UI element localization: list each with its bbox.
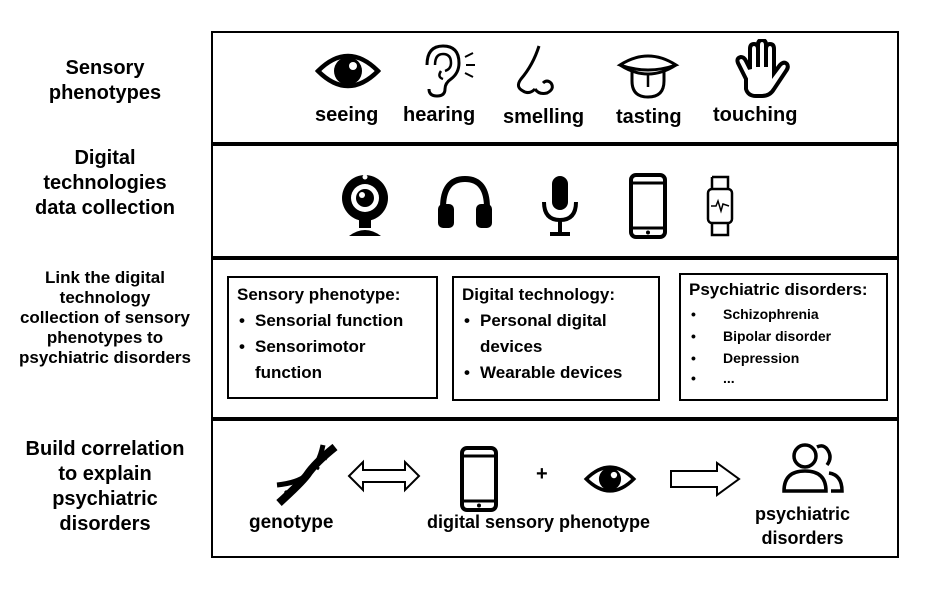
- label-line: to explain: [58, 463, 152, 485]
- list-item-line: function: [255, 363, 323, 382]
- row-label-link: Link the digital technology collection o…: [0, 268, 210, 368]
- smartwatch-icon: [706, 175, 734, 237]
- label-line: psychiatric disorders: [19, 348, 191, 367]
- tongue-icon: [616, 54, 680, 99]
- correlation-panel: genotype + digital sensory phenotype psy…: [211, 419, 899, 558]
- label-line: Sensory: [65, 57, 145, 79]
- box-title: Psychiatric disorders:: [689, 280, 868, 299]
- list-item: ...: [689, 369, 878, 387]
- label-line: psychiatric: [52, 488, 158, 510]
- row-label-digital-technologies: Digital technologies data collection: [0, 146, 210, 221]
- label-line: Link the digital: [45, 268, 165, 287]
- sense-label-smelling: smelling: [503, 106, 585, 128]
- right-arrow-icon: [670, 461, 741, 497]
- smartphone-icon: [629, 173, 667, 239]
- label-line: Build correlation: [25, 438, 185, 460]
- dna-icon: [276, 443, 338, 506]
- microphone-icon: [542, 176, 578, 236]
- list-item: Bipolar disorder: [689, 325, 878, 347]
- sense-label-seeing: seeing: [315, 104, 379, 126]
- smartphone-icon: [460, 446, 498, 512]
- label-line: disorders: [59, 513, 151, 535]
- list-item: Depression: [689, 347, 878, 369]
- genotype-label: genotype: [249, 512, 334, 533]
- label-line: technologies: [43, 172, 167, 194]
- row-label-build-correlation: Build correlation to explain psychiatric…: [0, 437, 210, 537]
- box-title: Digital technology:: [462, 285, 615, 304]
- headphones-icon: [438, 175, 492, 228]
- outcome-line: disorders: [761, 528, 844, 548]
- label-line: Digital: [74, 147, 136, 169]
- link-panel: Sensory phenotype: Sensorial function Se…: [211, 258, 899, 419]
- eye-icon: [315, 53, 381, 89]
- list-item: Sensorial function: [237, 308, 428, 334]
- list-item-line: Sensorimotor: [255, 337, 366, 356]
- box-title: Sensory phenotype:: [237, 285, 401, 304]
- list-item-line: Personal digital: [480, 311, 607, 330]
- hand-icon: [735, 39, 790, 98]
- sense-label-tasting: tasting: [616, 106, 682, 128]
- digital-sensory-phenotype-label: digital sensory phenotype: [427, 512, 651, 532]
- label-line: collection of sensory: [19, 308, 191, 327]
- sense-label-hearing: hearing: [403, 104, 476, 126]
- box-list: Sensorial function Sensorimotor function: [237, 308, 428, 386]
- sensory-phenotypes-panel: seeing hearing smelling tasting touching: [211, 31, 899, 144]
- box-list: Personal digital devices Wearable devices: [462, 308, 650, 386]
- list-item: Sensorimotor function: [237, 334, 428, 386]
- digital-technologies-panel: [211, 144, 899, 258]
- list-item: Personal digital devices: [462, 308, 650, 360]
- digital-technology-box: Digital technology: Personal digital devi…: [452, 276, 660, 401]
- list-item-line: devices: [480, 337, 543, 356]
- sense-label-touching: touching: [713, 104, 798, 126]
- bidirectional-arrow-icon: [347, 459, 421, 493]
- box-list: Schizophrenia Bipolar disorder Depressio…: [689, 303, 878, 387]
- label-line: phenotypes to: [46, 328, 164, 347]
- outcome-line: psychiatric: [755, 504, 851, 524]
- list-item: Wearable devices: [462, 360, 650, 386]
- label-line: phenotypes: [48, 82, 162, 104]
- eye-icon: [583, 465, 637, 493]
- plus-sign: +: [536, 463, 548, 485]
- ear-icon: [425, 44, 475, 98]
- webcam-icon: [342, 174, 388, 236]
- psychiatric-disorders-label: psychiatric disorders: [755, 502, 850, 550]
- label-line: data collection: [34, 197, 176, 219]
- sensory-phenotype-box: Sensory phenotype: Sensorial function Se…: [227, 276, 438, 399]
- nose-icon: [516, 45, 554, 95]
- psychiatric-disorders-box: Psychiatric disorders: Schizophrenia Bip…: [679, 273, 888, 401]
- label-line: technology: [59, 288, 151, 307]
- row-label-sensory-phenotypes: Sensory phenotypes: [0, 56, 210, 106]
- people-icon: [782, 443, 844, 493]
- list-item: Schizophrenia: [689, 303, 878, 325]
